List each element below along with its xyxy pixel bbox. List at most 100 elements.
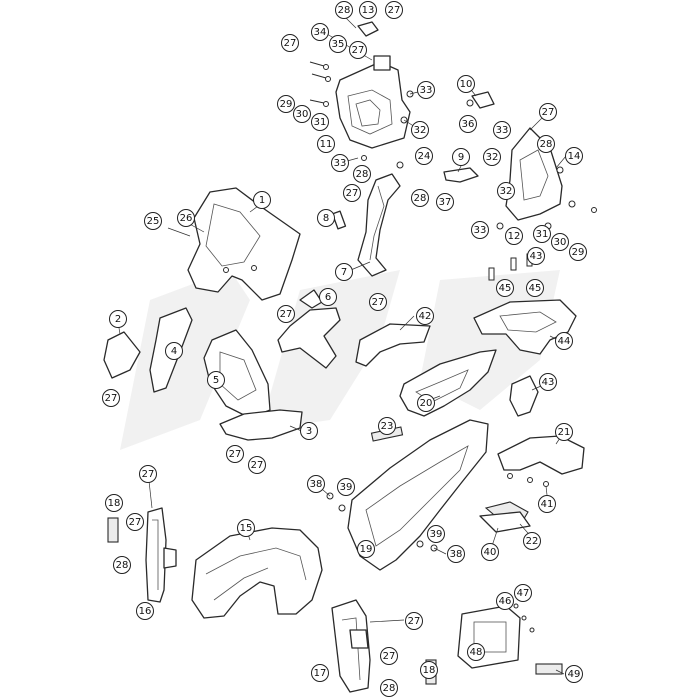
callout-circle [505, 227, 523, 245]
callout-1: 1 [253, 191, 271, 209]
callout-label: 31 [314, 117, 327, 128]
callout-label: 27 [408, 616, 421, 627]
callout-label: 7 [341, 267, 347, 278]
callout-circle [436, 193, 454, 211]
callout-label: 16 [139, 606, 152, 617]
callout-circle [343, 184, 361, 202]
callout-circle [126, 513, 144, 531]
callout-circle [102, 389, 120, 407]
callout-circle [380, 647, 398, 665]
callout-label: 48 [470, 647, 483, 658]
callout-label: 47 [517, 588, 530, 599]
callout-label: 31 [536, 229, 549, 240]
callout-label: 32 [414, 125, 427, 136]
callout-27: 27 [343, 184, 361, 202]
callout-label: 28 [356, 169, 369, 180]
callout-circle [293, 105, 311, 123]
callout-label: 20 [420, 398, 433, 409]
callout-label: 46 [499, 596, 512, 607]
callout-label: 26 [180, 213, 193, 224]
callout-circle [471, 221, 489, 239]
callout-circle [481, 543, 499, 561]
callout-42: 42 [416, 307, 434, 325]
callout-circle [109, 310, 127, 328]
callout-label: 1 [259, 195, 265, 206]
callout-label: 28 [414, 193, 427, 204]
callout-label: 38 [310, 479, 323, 490]
part-15-front-fender [191, 527, 323, 619]
callout-circle [331, 154, 349, 172]
callout-31: 31 [533, 225, 551, 243]
callout-circle [369, 293, 387, 311]
callout-circle [349, 41, 367, 59]
part-48-plate-holder [457, 603, 535, 669]
callout-circle [207, 371, 225, 389]
callout-2: 2 [109, 310, 127, 328]
callout-label: 14 [568, 151, 581, 162]
callout-9: 9 [452, 148, 470, 166]
part-2-side-bracket [103, 331, 141, 379]
callout-label: 43 [542, 377, 555, 388]
callout-47: 47 [514, 584, 532, 602]
callout-33: 33 [493, 121, 511, 139]
callout-label: 27 [346, 188, 359, 199]
callout-8: 8 [317, 209, 335, 227]
callout-33: 33 [331, 154, 349, 172]
callout-label: 32 [486, 152, 499, 163]
callout-label: 28 [383, 683, 396, 694]
part-9-bracket [443, 167, 479, 183]
part-18-pad-left [107, 517, 119, 543]
callout-circle [411, 121, 429, 139]
callout-28: 28 [380, 679, 398, 697]
callout-27: 27 [369, 293, 387, 311]
callout-circle [281, 34, 299, 52]
callout-label: 45 [529, 283, 542, 294]
callout-26: 26 [177, 209, 195, 227]
callout-circle [277, 95, 295, 113]
callout-label: 27 [542, 107, 555, 118]
callout-33: 33 [471, 221, 489, 239]
callout-circle [380, 679, 398, 697]
callout-27: 27 [349, 41, 367, 59]
callout-28: 28 [411, 189, 429, 207]
callout-15: 15 [237, 519, 255, 537]
callout-circle [415, 147, 433, 165]
callout-label: 19 [360, 544, 373, 555]
callout-circle [337, 478, 355, 496]
callout-circle [144, 212, 162, 230]
callout-circle [565, 147, 583, 165]
callout-circle [300, 422, 318, 440]
callout-7: 7 [335, 263, 353, 281]
callout-circle [416, 307, 434, 325]
callout-circle [319, 288, 337, 306]
callout-circle [496, 592, 514, 610]
callout-label: 13 [362, 5, 375, 16]
part-17-fork-guard [331, 599, 371, 693]
callout-circle [565, 665, 583, 683]
callout-label: 27 [352, 45, 365, 56]
callout-18: 18 [420, 661, 438, 679]
callout-41: 41 [538, 495, 556, 513]
callout-label: 29 [280, 99, 293, 110]
part-49-reflector [535, 663, 563, 675]
callout-circle [551, 233, 569, 251]
callout-circle [420, 661, 438, 679]
callout-40: 40 [481, 543, 499, 561]
callout-circle [385, 1, 403, 19]
callout-circle [335, 263, 353, 281]
callout-label: 27 [383, 651, 396, 662]
callout-27: 27 [277, 305, 295, 323]
callout-27: 27 [226, 445, 244, 463]
callout-circle [378, 417, 396, 435]
callout-label: 3 [306, 426, 312, 437]
callout-circle [226, 445, 244, 463]
callout-27: 27 [139, 465, 157, 483]
callout-circle [335, 1, 353, 19]
callout-label: 27 [284, 38, 297, 49]
callout-34: 34 [311, 23, 329, 41]
callout-circle [493, 121, 511, 139]
callout-label: 33 [420, 85, 433, 96]
callout-label: 15 [240, 523, 253, 534]
